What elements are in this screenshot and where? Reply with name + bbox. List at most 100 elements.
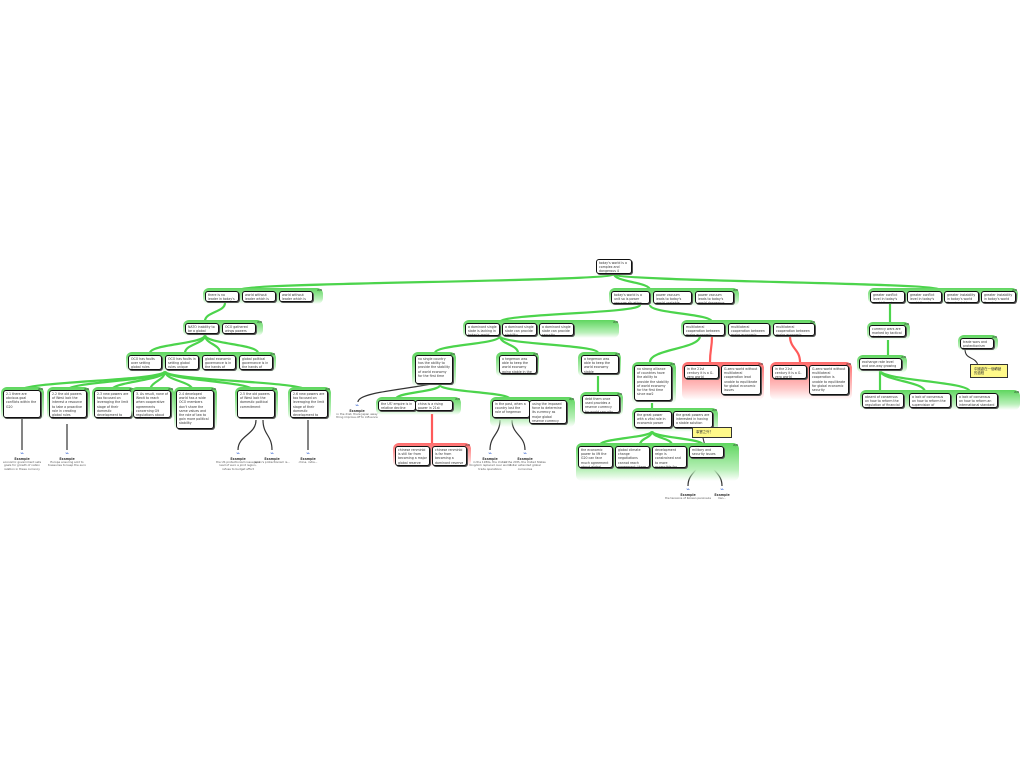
group-counter: 2/8 <box>670 362 675 366</box>
map-node[interactable]: power vacuum leads to today's world dang… <box>695 291 734 304</box>
sticky-note[interactable]: 中國處在一個轉變的過程 <box>970 364 1008 378</box>
map-node[interactable]: global political governance is in the ha… <box>239 355 273 370</box>
group-counter: 2/8 <box>1012 288 1017 292</box>
connector <box>433 334 502 355</box>
connector <box>203 334 260 354</box>
example-label: Example <box>230 457 246 461</box>
map-node[interactable]: in the 21st century it is a G-zero world <box>684 365 719 379</box>
map-node[interactable]: the economic power to lift the G20 can f… <box>578 446 613 468</box>
map-node[interactable]: there is no leader in today's world <box>205 291 239 302</box>
map-node[interactable]: multilateral cooperation between major e… <box>773 323 815 336</box>
map-node[interactable]: the great powers are interested in havin… <box>673 411 713 428</box>
map-node[interactable]: greater instability in today's world tha… <box>981 291 1016 303</box>
map-node[interactable]: G-zero world without multilateral cooper… <box>721 365 761 395</box>
map-node[interactable]: in the 21st century it is a G-zero world <box>772 365 807 379</box>
group-counter: 2/8 <box>1014 390 1019 394</box>
group-counter: 2/8 <box>211 387 216 391</box>
map-node[interactable]: a lack of consensus on how to reform an … <box>956 393 998 408</box>
map-node[interactable]: today's world is a unit so is power vacu… <box>611 291 650 304</box>
map-node[interactable]: chinese renminbi is far from becoming a … <box>432 446 467 466</box>
map-node[interactable]: in the past, when a country lost the rol… <box>492 400 530 418</box>
link-icon: ⌁ <box>270 450 274 457</box>
example-text: Iran... <box>717 496 727 500</box>
map-node[interactable]: greater conflict level in today's world … <box>870 291 905 303</box>
connector <box>708 335 714 363</box>
map-node[interactable]: world without leader which is unstable <box>279 291 313 302</box>
map-node[interactable]: 2.1 there are obvious goal conflicts wit… <box>3 390 41 418</box>
floating-node[interactable]: trade wars and protectionism <box>960 338 994 349</box>
example-text: china, india... <box>298 460 318 464</box>
map-node[interactable]: no single country has the ability to pro… <box>415 355 453 384</box>
map-node[interactable]: greater instability in today's world tha… <box>944 291 979 303</box>
map-node[interactable]: a dominant single state can provide secu… <box>539 323 574 336</box>
map-node[interactable]: global climate change negotiations canno… <box>615 446 650 468</box>
map-node[interactable]: military and security issues <box>689 446 724 458</box>
sticky-note[interactable]: 事實之外？ <box>692 427 732 438</box>
group-counter: 2/8 <box>904 322 909 326</box>
map-node[interactable]: the great power with a vital role in eco… <box>634 411 672 428</box>
map-node[interactable]: 2.3 new powers are too focused on levera… <box>94 390 132 418</box>
map-node[interactable]: 2.4 developed world has a wide OCO membe… <box>176 390 214 429</box>
map-node[interactable]: OCO has faults over setting global rules… <box>128 355 162 370</box>
map-node[interactable]: multilateral cooperation between major e… <box>728 323 770 336</box>
connector <box>964 348 979 366</box>
map-node[interactable]: no strong alliance of countries have the… <box>634 365 672 401</box>
link-icon: ⌁ <box>20 450 24 457</box>
map-node[interactable]: the US' empire is in relative decline <box>378 400 416 411</box>
map-node[interactable]: currency wars are marked by tactical dec… <box>869 325 906 337</box>
map-node[interactable]: absent of consensus on how to reform the… <box>862 393 904 408</box>
connector <box>237 419 257 451</box>
link-icon: ⌁ <box>720 486 724 493</box>
connector <box>498 303 642 324</box>
map-node[interactable]: 3. As result, none of Wexit to reach whe… <box>133 390 171 418</box>
map-node[interactable]: global economic governance is in the han… <box>202 355 236 370</box>
map-node[interactable]: using the imposed force to determine its… <box>529 400 567 424</box>
map-node[interactable]: world without leader which is dangerous <box>242 291 276 302</box>
map-node[interactable]: 2.5 the old powers of West lack the dome… <box>237 390 275 418</box>
root-node[interactable]: today's world is a complex and dangerous… <box>596 259 632 274</box>
group-counter: 2/8 <box>84 387 89 391</box>
link-icon: ⌁ <box>523 450 527 457</box>
map-node[interactable]: a dominant single state can provide stab… <box>502 323 537 336</box>
map-node[interactable]: 2.6 new powers are too focused on levera… <box>290 390 328 418</box>
map-node[interactable]: a lack of consensus on how to reform the… <box>909 393 951 408</box>
example-text: the tensions of Korean peninsula <box>665 496 711 500</box>
map-node[interactable]: china is a rising power in 21st century <box>415 400 453 411</box>
example-label: Example <box>349 409 365 413</box>
map-node[interactable]: OCO gathered wings powers globally to su… <box>222 323 256 334</box>
example-text: economic government sets goals for growt… <box>2 460 42 471</box>
group-counter: 2/8 <box>712 408 717 412</box>
map-node[interactable]: multilateral cooperation between major e… <box>683 323 725 336</box>
example-label: Example <box>59 457 75 461</box>
link-icon: ⌁ <box>686 486 690 493</box>
map-node[interactable]: G-zero world without multilateral cooper… <box>809 365 849 395</box>
map-node[interactable]: NATO inability to be a global leader <box>185 323 219 334</box>
map-node[interactable]: greater conflict level in today's world … <box>907 291 942 303</box>
link-icon: ⌁ <box>306 450 310 457</box>
group-counter: 2/8 <box>810 320 815 324</box>
map-node[interactable]: a dominant single state is lacking in to… <box>465 323 500 336</box>
map-node[interactable]: debt them once used provides a reserve c… <box>582 395 620 413</box>
map-node[interactable]: chinese renminbi is still far from becom… <box>395 446 430 466</box>
link-icon: ⌁ <box>488 450 492 457</box>
map-node[interactable]: a hegemon was able to keep the world eco… <box>581 355 619 374</box>
map-node[interactable]: a hegemon was able to keep the world eco… <box>499 355 537 374</box>
map-node[interactable]: power vacuum leads to today's world unst… <box>653 291 692 304</box>
map-node[interactable]: 2.2 the old powers of West lack the inte… <box>49 390 87 418</box>
map-node[interactable]: exchange rate level and one-way growing <box>859 358 902 370</box>
map-node[interactable]: development reign is constrained and to … <box>652 446 687 468</box>
group-counter: 2/8 <box>617 392 622 396</box>
example-label: Example <box>714 493 730 497</box>
example-text: in the 21st, there Japan away thing impr… <box>336 412 378 420</box>
map-node[interactable]: OCO has faults in setting global rules u… <box>165 355 199 370</box>
